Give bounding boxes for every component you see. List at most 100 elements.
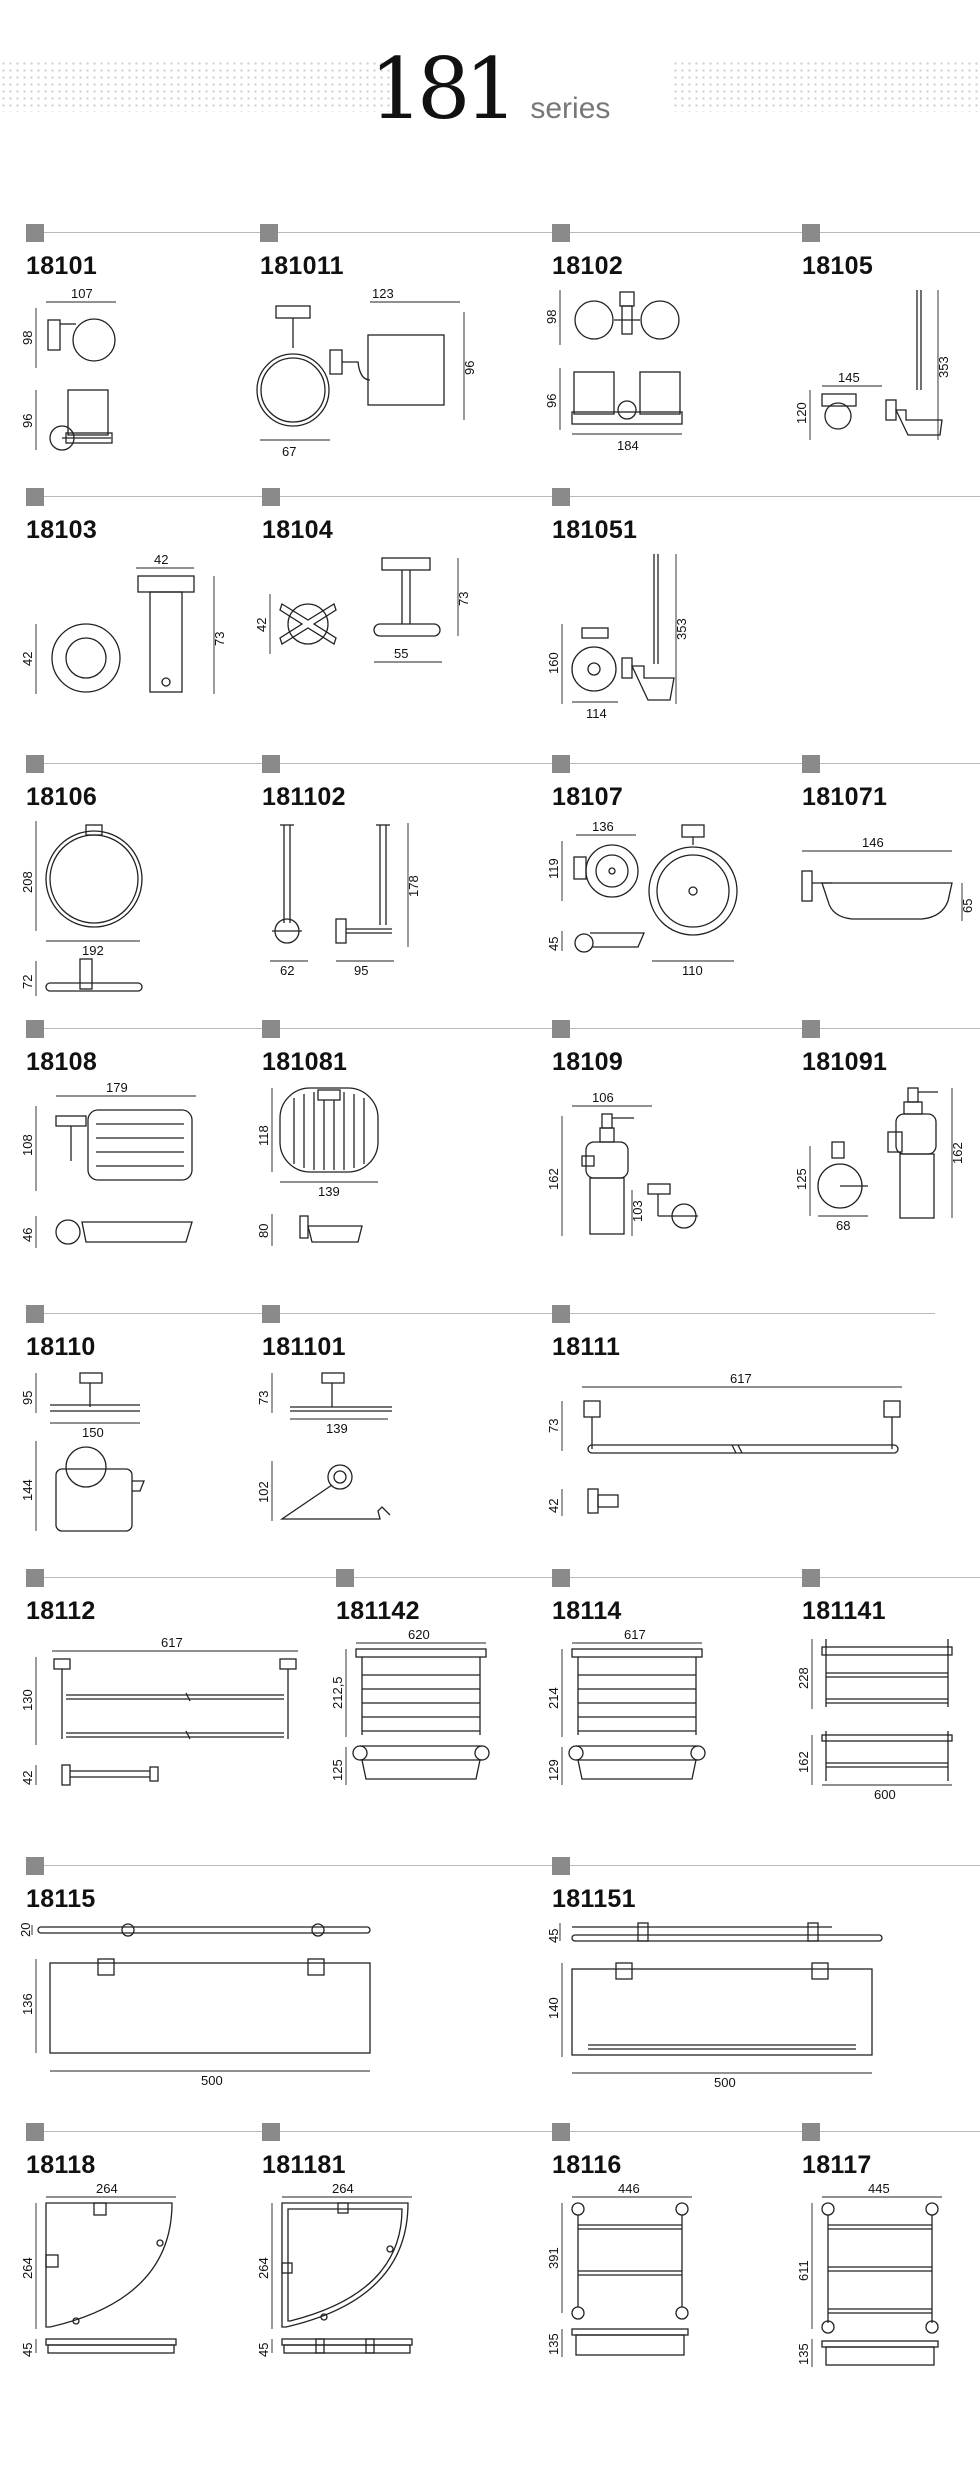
dimension-label: 212,5 — [330, 1676, 345, 1709]
dimension-label: 617 — [161, 1635, 183, 1650]
product-drawing: 353 160 114 — [546, 554, 689, 721]
product-code: 18105 — [802, 252, 874, 280]
dimension-label: 264 — [96, 2181, 118, 2196]
product-drawing: 353 145 120 — [794, 290, 951, 440]
dimension-label: 130 — [20, 1689, 35, 1711]
product-drawing: 106 162 103 — [546, 1090, 698, 1236]
dimension-label: 139 — [326, 1421, 348, 1436]
dimension-label: 446 — [618, 2181, 640, 2196]
product-marker — [262, 2123, 280, 2141]
product-code: 18106 — [26, 783, 98, 811]
product-drawing: 446 391 135 — [546, 2181, 692, 2357]
dimension-label: 500 — [714, 2075, 736, 2090]
dimension-label: 103 — [630, 1200, 645, 1222]
dimension-label: 136 — [592, 819, 614, 834]
product-marker — [26, 1857, 44, 1875]
row-divider — [30, 1865, 980, 1866]
dimension-label: 45 — [256, 2343, 271, 2357]
row-divider — [30, 1028, 980, 1029]
product-marker — [26, 488, 44, 506]
dimension-label: 98 — [20, 331, 35, 345]
product-marker — [552, 488, 570, 506]
product-code: 18115 — [26, 1885, 96, 1913]
product-code: 18110 — [26, 1333, 96, 1361]
dimension-label: 162 — [546, 1168, 561, 1190]
dimension-label: 144 — [20, 1479, 35, 1501]
product-code: 18104 — [262, 516, 334, 544]
product-marker — [26, 755, 44, 773]
product-drawing: 264 264 45 — [256, 2181, 413, 2357]
product-code: 18114 — [552, 1597, 622, 1625]
product-marker — [260, 224, 278, 242]
product-code: 18101 — [26, 252, 98, 280]
product-marker — [26, 1305, 44, 1323]
dimension-label: 65 — [960, 899, 975, 913]
dimension-label: 617 — [624, 1627, 646, 1642]
dimension-label: 55 — [394, 646, 408, 661]
dimension-label: 108 — [20, 1134, 35, 1156]
dimension-label: 208 — [20, 871, 35, 893]
dimension-label: 73 — [456, 592, 471, 606]
product-code: 18102 — [552, 252, 624, 280]
dimension-label: 95 — [20, 1391, 35, 1405]
dimension-label: 264 — [20, 2257, 35, 2279]
dimension-label: 114 — [586, 706, 607, 721]
dimension-label: 62 — [280, 963, 294, 978]
dimension-label: 45 — [546, 1929, 561, 1943]
product-code: 181011 — [260, 252, 344, 280]
product-drawing: 62 178 95 — [270, 823, 421, 978]
dimension-label: 96 — [20, 414, 35, 428]
product-drawing: 95 150 144 — [20, 1372, 145, 1532]
dimension-label: 135 — [796, 2343, 811, 2365]
dimension-label: 42 — [20, 652, 35, 666]
dimension-label: 150 — [82, 1425, 104, 1440]
row-divider — [30, 763, 980, 764]
product-drawing: 617 130 42 — [20, 1635, 298, 1786]
dimension-label: 68 — [836, 1218, 850, 1233]
product-drawing: 228 162 600 — [796, 1639, 953, 1802]
dimension-label: 67 — [282, 444, 296, 459]
header-dot-pattern-right — [672, 60, 980, 112]
product-code: 18108 — [26, 1048, 98, 1076]
dimension-label: 136 — [20, 1993, 35, 2015]
dimension-label: 42 — [254, 618, 269, 632]
dimension-label: 72 — [20, 975, 35, 989]
dimension-label: 107 — [71, 286, 93, 301]
header-dot-pattern-left — [0, 60, 395, 112]
product-code: 18118 — [26, 2151, 96, 2179]
dimension-label: 73 — [546, 1419, 561, 1433]
dimension-label: 162 — [796, 1751, 811, 1773]
dimension-label: 160 — [546, 652, 561, 674]
product-drawing: 45 140 500 — [546, 1922, 883, 2090]
series-label: series — [530, 92, 611, 125]
product-marker — [802, 2123, 820, 2141]
product-marker — [262, 1305, 280, 1323]
dimension-label: 119 — [546, 858, 561, 879]
product-drawing: 146 65 — [801, 835, 975, 921]
dimension-label: 129 — [546, 1759, 561, 1781]
product-marker — [552, 1569, 570, 1587]
dimension-label: 106 — [592, 1090, 614, 1105]
dimension-label: 500 — [201, 2073, 223, 2088]
dimension-label: 353 — [674, 618, 689, 640]
product-marker — [552, 1305, 570, 1323]
dimension-label: 178 — [406, 875, 421, 897]
dimension-label: 98 — [544, 310, 559, 324]
dimension-label: 96 — [462, 361, 477, 375]
series-number: 181 — [369, 40, 518, 138]
dimension-label: 353 — [936, 356, 951, 378]
dimension-label: 102 — [256, 1481, 271, 1503]
product-code: 181091 — [802, 1048, 888, 1076]
product-code: 18117 — [802, 2151, 872, 2179]
dimension-label: 20 — [18, 1923, 33, 1937]
dimension-label: 118 — [256, 1125, 271, 1146]
dimension-label: 45 — [546, 937, 561, 951]
product-marker — [552, 224, 570, 242]
product-marker — [802, 755, 820, 773]
product-marker — [336, 1569, 354, 1587]
product-marker — [262, 1020, 280, 1038]
dimension-label: 228 — [796, 1667, 811, 1689]
product-marker — [26, 1569, 44, 1587]
product-code: 181051 — [552, 516, 638, 544]
product-marker — [552, 755, 570, 773]
